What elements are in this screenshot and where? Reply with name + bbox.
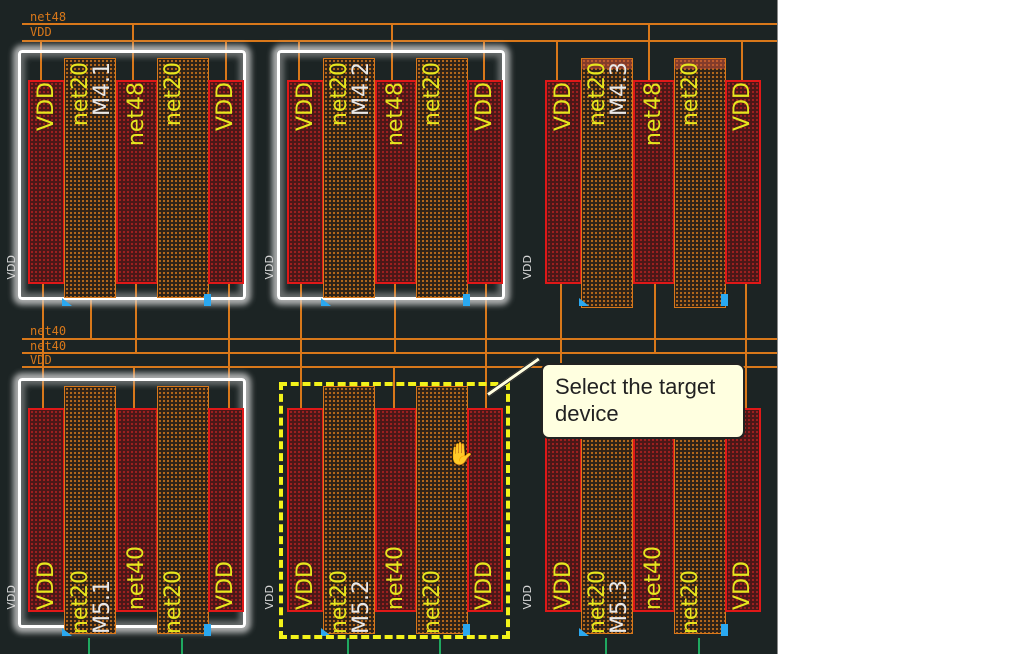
device-name-label: M4.2 bbox=[349, 62, 374, 116]
canvas-edge bbox=[777, 0, 778, 654]
diffusion-finger bbox=[467, 80, 503, 284]
diffusion-finger bbox=[633, 408, 675, 612]
device-name-label: M4.1 bbox=[90, 62, 115, 116]
net-label: net20 bbox=[68, 62, 93, 127]
layout-canvas[interactable]: net48 VDD net40 net40 VDD VDD VDD VDD VD… bbox=[0, 0, 777, 654]
net-label: VDD bbox=[213, 561, 238, 610]
net-label: VDD bbox=[292, 82, 318, 131]
rail-net40-a bbox=[22, 338, 777, 340]
selection-highlight bbox=[277, 50, 505, 300]
net-label: VDD bbox=[730, 561, 755, 610]
side-label: VDD bbox=[263, 255, 276, 280]
pin-marker bbox=[204, 624, 211, 636]
pin-marker bbox=[721, 624, 728, 636]
pin-marker bbox=[321, 298, 331, 306]
side-label: VDD bbox=[5, 585, 18, 610]
net-label: net20 bbox=[161, 62, 186, 127]
net-label: net48 bbox=[124, 82, 149, 147]
net-label: net20 bbox=[585, 62, 610, 127]
net-label: net40 bbox=[124, 545, 149, 610]
net-label: net20 bbox=[161, 569, 186, 634]
net-label: VDD bbox=[550, 561, 576, 610]
poly-gate bbox=[416, 58, 468, 298]
diffusion-finger bbox=[725, 408, 761, 612]
side-label: VDD bbox=[263, 585, 276, 610]
rail-label: VDD bbox=[30, 353, 52, 367]
rail-net40-b bbox=[22, 352, 777, 354]
poly-gate bbox=[323, 58, 375, 298]
device-m4-2[interactable]: VDD net20 net48 net20 VDD M4.2 bbox=[277, 50, 509, 308]
side-label: VDD bbox=[521, 585, 534, 610]
poly-gate bbox=[416, 386, 468, 634]
diffusion-finger bbox=[545, 80, 582, 284]
net-label: net20 bbox=[678, 569, 703, 634]
net-label: VDD bbox=[550, 82, 576, 131]
rail-vdd-mid bbox=[22, 366, 777, 368]
device-name-label: M5.3 bbox=[607, 580, 632, 634]
side-label: VDD bbox=[521, 255, 534, 280]
tooltip-callout: Select the target device bbox=[541, 363, 745, 439]
rail-vdd-top bbox=[22, 40, 777, 42]
net-label: net20 bbox=[420, 62, 445, 127]
pin-marker bbox=[321, 628, 331, 636]
device-m4-3[interactable]: VDD net20 net48 net20 VDD M4.3 bbox=[539, 58, 767, 308]
rail-label: net40 bbox=[30, 324, 67, 338]
net-label: VDD bbox=[33, 561, 59, 610]
pin-marker bbox=[579, 298, 589, 306]
net-label: VDD bbox=[472, 82, 497, 131]
net-label: VDD bbox=[33, 82, 59, 131]
device-name-label: M5.1 bbox=[90, 580, 115, 634]
hand-pointer-icon: ✋ bbox=[447, 442, 475, 467]
pin-marker bbox=[721, 294, 728, 306]
selection-highlight bbox=[18, 50, 246, 300]
net-label: net48 bbox=[383, 82, 408, 147]
device-m4-1[interactable]: VDD net20 net48 net20 VDD M4.1 bbox=[18, 50, 250, 308]
diffusion-finger bbox=[375, 408, 417, 612]
diffusion-finger bbox=[116, 408, 158, 612]
hover-selection-box bbox=[279, 382, 510, 639]
pin-marker bbox=[579, 628, 589, 636]
poly-gate bbox=[64, 58, 116, 298]
rail-net48-top bbox=[22, 23, 777, 25]
pin-marker bbox=[204, 294, 211, 306]
callout-pointer bbox=[486, 356, 541, 397]
net-label: VDD bbox=[213, 82, 238, 131]
net-label: VDD bbox=[730, 82, 755, 131]
net-label: net20 bbox=[678, 62, 703, 127]
poly-gate bbox=[674, 58, 726, 308]
poly-gate bbox=[157, 386, 209, 634]
pin-marker bbox=[463, 294, 470, 306]
rail-label: VDD bbox=[30, 25, 52, 39]
net-label: net48 bbox=[641, 82, 666, 147]
poly-gate bbox=[581, 58, 633, 308]
diffusion-finger bbox=[28, 408, 65, 612]
rail-label: net48 bbox=[30, 10, 67, 24]
pin-marker bbox=[62, 628, 72, 636]
poly-gate bbox=[64, 386, 116, 634]
pin-marker bbox=[62, 298, 72, 306]
rail-label: net40 bbox=[30, 339, 67, 353]
device-m5-1[interactable]: VDD net20 net40 net20 VDD M5.1 bbox=[18, 378, 250, 636]
diffusion-finger bbox=[28, 80, 65, 284]
net-label: net40 bbox=[641, 545, 666, 610]
net-label: net20 bbox=[585, 569, 610, 634]
diffusion-finger bbox=[208, 80, 244, 284]
net-label: net20 bbox=[327, 62, 352, 127]
selection-highlight bbox=[18, 378, 246, 628]
pin-marker bbox=[463, 624, 470, 636]
diffusion-finger bbox=[467, 408, 503, 612]
diffusion-finger bbox=[208, 408, 244, 612]
callout-text: Select the target device bbox=[555, 374, 716, 426]
net-label: net20 bbox=[68, 569, 93, 634]
device-name-label: M4.3 bbox=[607, 62, 632, 116]
diffusion-finger bbox=[725, 80, 761, 284]
diffusion-finger bbox=[287, 80, 324, 284]
poly-gate bbox=[323, 386, 375, 634]
side-label: VDD bbox=[5, 255, 18, 280]
